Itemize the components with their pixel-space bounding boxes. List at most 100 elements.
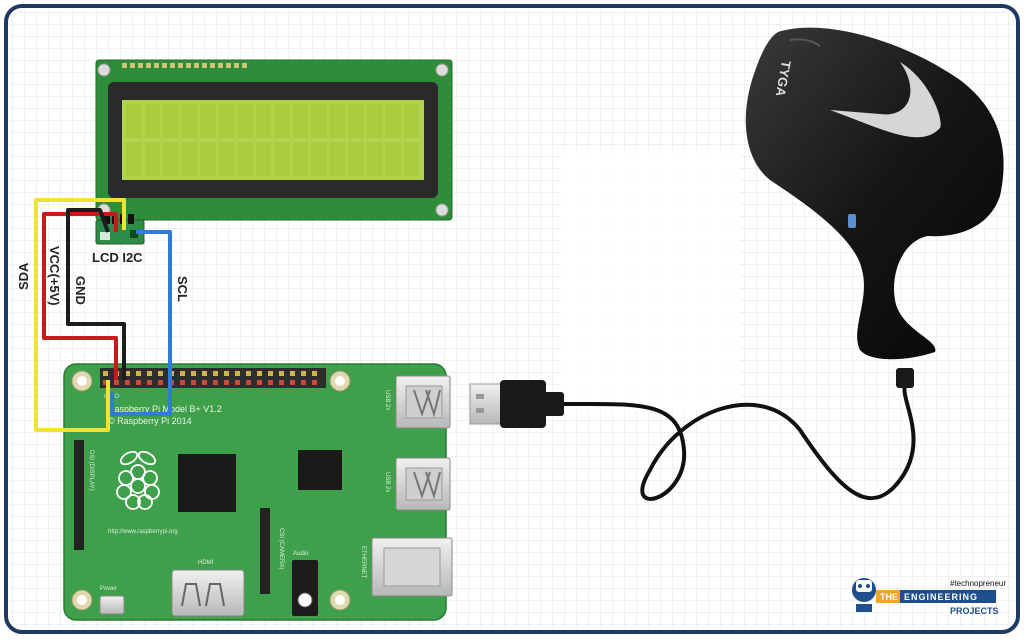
- vcc-wire: [42, 212, 118, 380]
- lcd-char-cell: [274, 104, 290, 138]
- gpio-pin: [257, 380, 262, 385]
- dsi-label: DSI (DISPLAY): [88, 450, 94, 491]
- gpio-pin: [290, 380, 295, 385]
- logo-sub: PROJECTS: [950, 606, 999, 616]
- usb1-label: USB 2x: [384, 390, 390, 410]
- gpio-pin: [202, 380, 207, 385]
- lcd-char-cell: [237, 104, 253, 138]
- power-port: [99, 595, 125, 615]
- lcd-pin: [130, 63, 135, 68]
- diagram-frame: [4, 4, 1020, 634]
- gpio-pin: [180, 380, 185, 385]
- hdmi-label: HDMI: [198, 560, 214, 566]
- lcd-i2c-label: LCD I2C: [92, 250, 143, 265]
- sda-wire-label: SDA: [16, 262, 31, 290]
- jumper-wires: [34, 198, 172, 432]
- pi-model-label: Raspberry Pi Model B+ V1.2: [108, 404, 222, 414]
- lcd-char-cell: [200, 142, 216, 176]
- lcd-char-cell: [255, 142, 272, 176]
- gpio-pin: [213, 380, 218, 385]
- gpio-pin: [103, 371, 108, 376]
- scanner-brand: TYGA: [773, 59, 794, 98]
- gpio-pin: [191, 380, 196, 385]
- usb-cable-wire: [563, 384, 916, 501]
- gpio-pin: [147, 380, 152, 385]
- lcd-pin: [178, 63, 183, 68]
- lcd-char-cell: [144, 104, 161, 138]
- gpio-pin: [180, 371, 185, 376]
- audio-label: Audio: [293, 551, 309, 557]
- power-label: Power: [100, 586, 117, 592]
- lcd-pin: [146, 63, 151, 68]
- ethernet-label: ETHERNET: [360, 546, 366, 579]
- csi-label: CSI (CAMERA): [278, 528, 284, 569]
- gpio-pin: [301, 380, 306, 385]
- gnd-wire: [66, 208, 126, 380]
- gpio-pin: [147, 371, 152, 376]
- gpio-pin: [136, 371, 141, 376]
- audio-jack: [292, 560, 318, 616]
- gpio-pin: [224, 380, 229, 385]
- lcd-pin: [202, 63, 207, 68]
- gpio-pin: [268, 371, 273, 376]
- gpio-pin: [158, 371, 163, 376]
- lcd-pin: [138, 63, 143, 68]
- scanner-accent-stripe: [830, 62, 941, 138]
- lcd-char-cell: [292, 142, 309, 176]
- lcd-char-cell: [126, 104, 142, 138]
- lcd-char-cell: [163, 104, 179, 138]
- logo-name: ENGINEERING: [904, 592, 978, 602]
- lcd-pin: [154, 63, 159, 68]
- soc-chip: [178, 454, 236, 512]
- usb-lan-chip: [298, 450, 342, 490]
- lcd-16x2-display: [95, 59, 453, 221]
- lcd-char-cell: [255, 104, 272, 138]
- gpio-pin: [257, 371, 262, 376]
- lcd-char-cell: [348, 104, 364, 138]
- gpio-pin: [312, 380, 317, 385]
- lcd-char-cell: [311, 142, 327, 176]
- gpio-pin: [202, 371, 207, 376]
- lcd-char-cell: [274, 142, 290, 176]
- gpio-pin: [114, 380, 119, 385]
- gpio-pin: [246, 380, 251, 385]
- engineering-projects-logo: #technopreneur THE ENGINEERING PROJECTS: [852, 578, 1006, 616]
- gpio-pin: [103, 380, 108, 385]
- lcd-char-cell: [218, 142, 235, 176]
- lcd-char-cell: [292, 104, 309, 138]
- gpio-pin: [191, 371, 196, 376]
- scanner-body: [745, 27, 1004, 360]
- lcd-char-cell: [403, 142, 420, 176]
- lcd-char-cell: [385, 142, 401, 176]
- lcd-char-cell: [181, 104, 198, 138]
- pi-copyright-label: © Raspberry Pi 2014: [108, 416, 192, 426]
- usb2-label: USB 2x: [384, 472, 390, 492]
- lcd-char-cell: [329, 104, 346, 138]
- lcd-char-cell: [366, 142, 383, 176]
- scl-wire: [110, 230, 172, 416]
- raspberry-pi-board: Raspberry Pi Model B+ V1.2 © Raspberry P…: [63, 363, 453, 621]
- dsi-connector: [74, 440, 84, 550]
- lcd-char-cell: [181, 142, 198, 176]
- lcd-char-cell: [163, 142, 179, 176]
- lcd-char-cell: [237, 142, 253, 176]
- lcd-pin: [162, 63, 167, 68]
- csi-connector: [260, 508, 270, 594]
- gnd-wire-label: GND: [73, 276, 88, 305]
- gpio-pin: [213, 371, 218, 376]
- lcd-pin: [194, 63, 199, 68]
- gpio-pin: [125, 371, 130, 376]
- barcode-scanner: TYGA: [745, 27, 1004, 360]
- lcd-char-cell: [311, 104, 327, 138]
- scanner-trigger: [848, 214, 856, 228]
- gpio-pin: [312, 371, 317, 376]
- lcd-pin: [186, 63, 191, 68]
- usb-cable: [469, 368, 916, 501]
- gpio-pin: [246, 371, 251, 376]
- logo-the: THE: [880, 592, 898, 602]
- usb-plug-body: [500, 380, 546, 428]
- pi-url-label: http://www.raspberrypi.org: [108, 529, 178, 535]
- gpio-pin: [235, 380, 240, 385]
